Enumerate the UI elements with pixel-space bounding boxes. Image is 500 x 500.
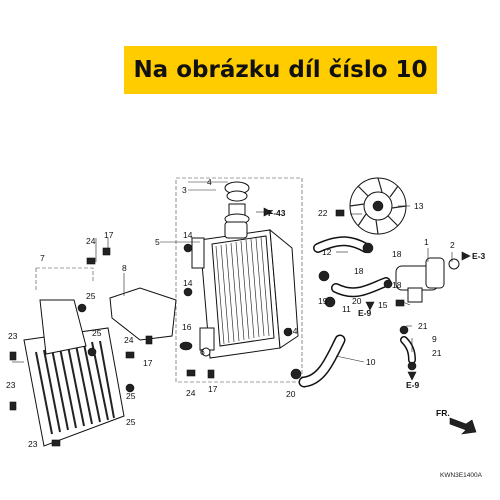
part-number-11: 11 <box>342 304 351 314</box>
part-number-14c: 14 <box>288 326 298 336</box>
fasteners <box>9 209 417 447</box>
ref-label-e3: E-3 <box>472 251 486 261</box>
part-callouts: 1 2 3 4 5 6 7 8 9 10 11 12 13 14 14 14 1… <box>6 177 455 449</box>
part-number-2: 2 <box>450 240 455 250</box>
front-direction-label: FR. <box>436 408 450 418</box>
part-number-24b: 24 <box>124 335 134 345</box>
bracket-8 <box>109 287 177 341</box>
part-number-23a: 23 <box>8 331 18 341</box>
ref-label-e9-b: E-9 <box>406 380 420 390</box>
part-number-20b: 20 <box>286 389 296 399</box>
part-number-3: 3 <box>182 185 187 195</box>
part-number-17a: 17 <box>104 230 114 240</box>
part-number-14b: 14 <box>183 278 193 288</box>
part-number-23b: 23 <box>6 380 16 390</box>
radiator-cap <box>224 181 250 225</box>
radiator-shroud <box>23 299 125 447</box>
thermostat-housing <box>395 257 460 303</box>
part-number-5: 5 <box>155 237 160 247</box>
part-number-7: 7 <box>40 253 45 263</box>
title-banner: Na obrázku díl číslo 10 <box>124 46 437 94</box>
part-number-15: 15 <box>378 300 388 310</box>
ref-label-f43: F-43 <box>268 208 286 218</box>
diagram-code: KWN3E1400A <box>440 472 483 479</box>
part-number-16: 16 <box>182 322 192 332</box>
part-number-4: 4 <box>207 177 212 187</box>
ref-arrow-e3 <box>461 251 471 261</box>
part-number-17b: 17 <box>143 358 153 368</box>
part-number-23c: 23 <box>28 439 38 449</box>
part-number-21a: 21 <box>418 321 428 331</box>
front-direction-arrow: FR. <box>436 408 477 435</box>
ref-arrow-e9-b <box>407 371 417 381</box>
part-number-19: 19 <box>318 296 328 306</box>
part-number-14a: 14 <box>183 230 193 240</box>
part-number-25c: 25 <box>126 391 136 401</box>
part-number-21b: 21 <box>432 348 442 358</box>
part-number-8: 8 <box>122 263 127 273</box>
ref-arrow-f43 <box>263 207 273 217</box>
part-number-25a: 25 <box>86 291 96 301</box>
part-number-17c: 17 <box>208 384 218 394</box>
ref-arrow-e9-a <box>365 301 375 311</box>
part-number-22: 22 <box>318 208 328 218</box>
part-number-6: 6 <box>200 347 205 357</box>
part-number-25d: 25 <box>126 417 136 427</box>
part-number-9: 9 <box>432 334 437 344</box>
part-number-18c: 18 <box>392 280 402 290</box>
part-number-24c: 24 <box>186 388 196 398</box>
ref-label-e9-a: E-9 <box>358 308 372 318</box>
part-number-18b: 18 <box>354 266 364 276</box>
part-number-18a: 18 <box>392 249 402 259</box>
part-number-25b: 25 <box>92 328 102 338</box>
part-number-13: 13 <box>414 201 424 211</box>
radiator-group-box <box>175 177 303 383</box>
radiator <box>191 221 299 359</box>
part-number-12: 12 <box>322 247 332 257</box>
part-number-24a: 24 <box>86 236 96 246</box>
cooling-fan <box>349 177 407 235</box>
shroud-group-bracket <box>36 267 94 282</box>
part-number-10: 10 <box>366 357 376 367</box>
banner-text: Na obrázku díl číslo 10 <box>133 57 428 83</box>
part-number-20a: 20 <box>352 296 362 306</box>
part-number-1: 1 <box>424 237 429 247</box>
